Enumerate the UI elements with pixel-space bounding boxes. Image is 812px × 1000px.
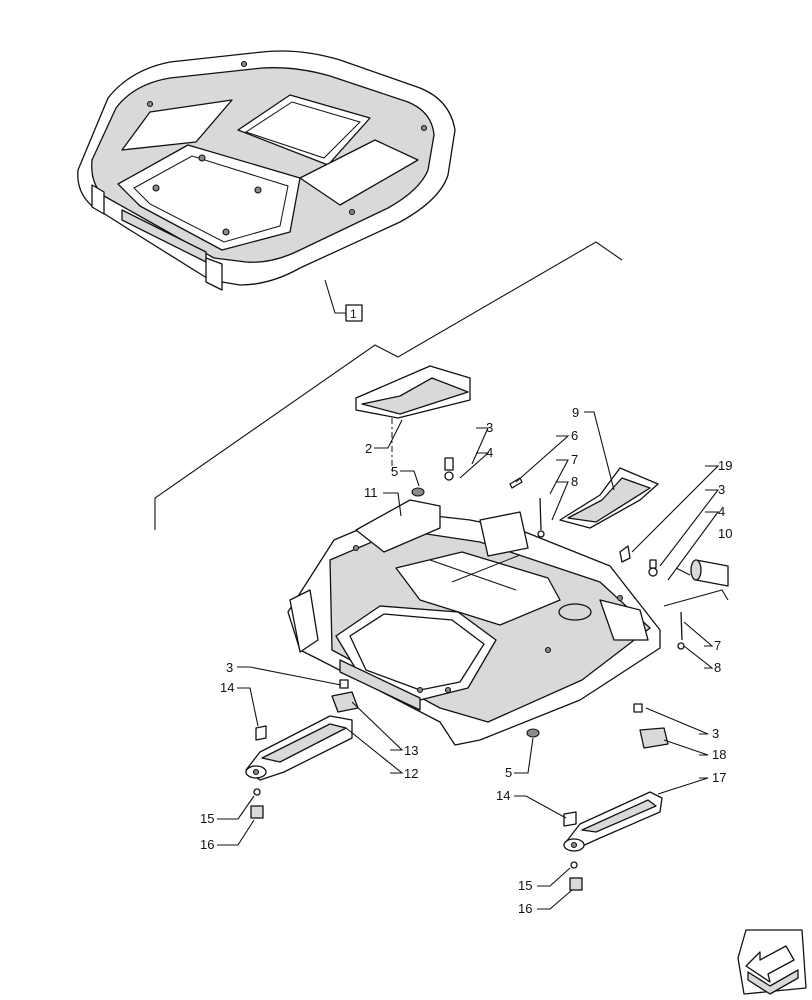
callout-3c: 3 bbox=[226, 660, 233, 675]
callout-19: 19 bbox=[718, 458, 732, 473]
callout-4a: 4 bbox=[486, 445, 493, 460]
duct-17 bbox=[563, 791, 663, 891]
callout-3d: 3 bbox=[712, 726, 719, 741]
callout-5a: 5 bbox=[391, 464, 398, 479]
callout-5b: 5 bbox=[505, 765, 512, 780]
callout-18: 18 bbox=[712, 747, 726, 762]
callout-15a: 15 bbox=[200, 811, 214, 826]
callout-8a: 8 bbox=[571, 474, 578, 489]
callout-3b: 3 bbox=[718, 482, 725, 497]
callout-3a: 3 bbox=[486, 420, 493, 435]
callout-11: 11 bbox=[364, 485, 378, 500]
callout-4b: 4 bbox=[718, 504, 725, 519]
leader-lines bbox=[217, 411, 720, 910]
headliner-assembly bbox=[287, 499, 661, 746]
panel-part bbox=[355, 365, 471, 472]
callout-14b: 14 bbox=[496, 788, 510, 803]
callout-7b: 7 bbox=[714, 638, 721, 653]
callout-10: 10 bbox=[718, 526, 732, 541]
callout-1: 1 bbox=[350, 307, 357, 321]
callout-15b: 15 bbox=[518, 878, 532, 893]
duct-12 bbox=[245, 715, 353, 819]
callout-labels: 1 2 3 4 5 11 6 7 8 9 19 3 4 10 7 8 3 14 … bbox=[200, 307, 732, 916]
assembly-bracket bbox=[154, 241, 623, 530]
callout-8b: 8 bbox=[714, 660, 721, 675]
callout-7a: 7 bbox=[571, 452, 578, 467]
callout-13: 13 bbox=[404, 743, 418, 758]
callout-16a: 16 bbox=[200, 837, 214, 852]
callout-6: 6 bbox=[571, 428, 578, 443]
callout-9: 9 bbox=[572, 405, 579, 420]
callout-2: 2 bbox=[365, 441, 372, 456]
small-hardware bbox=[255, 457, 685, 827]
cover-part bbox=[663, 559, 729, 607]
callout-12: 12 bbox=[404, 766, 418, 781]
duct-panel-part bbox=[559, 467, 659, 529]
roof-assembly bbox=[77, 50, 456, 291]
callout-16b: 16 bbox=[518, 901, 532, 916]
callout-14a: 14 bbox=[220, 680, 234, 695]
callout-17: 17 bbox=[712, 770, 726, 785]
previous-page-arrow-icon[interactable] bbox=[737, 929, 807, 995]
